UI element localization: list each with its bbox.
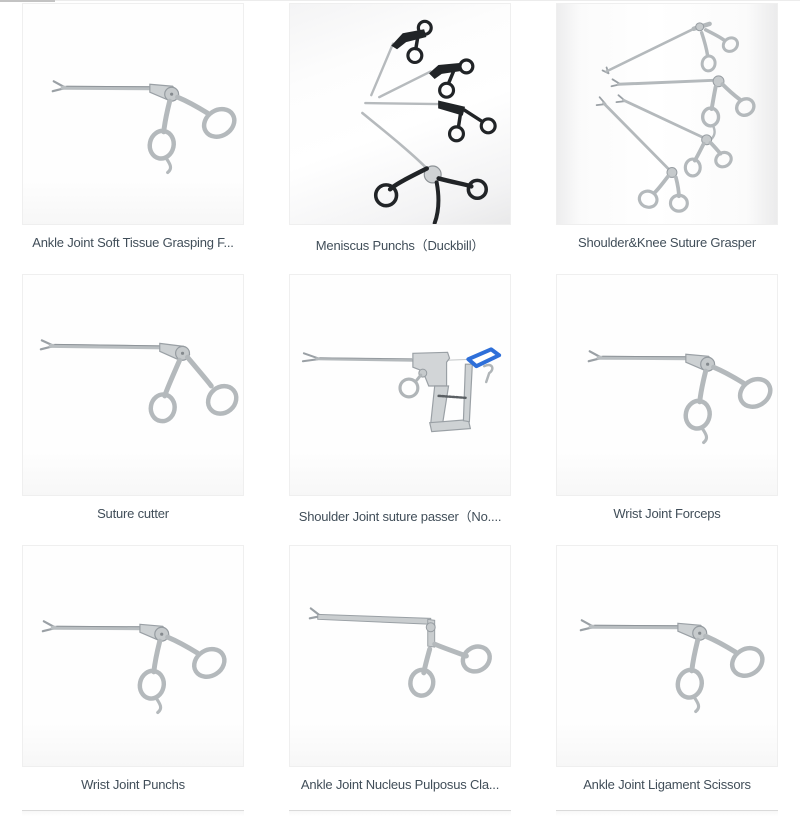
- product-card-2[interactable]: Meniscus Punchs（Duckbill）: [289, 3, 511, 274]
- nucleus-clamp-illustration: [290, 546, 510, 766]
- suture-cutter-illustration: [23, 275, 243, 495]
- product-image-7[interactable]: [22, 545, 244, 767]
- product-image-8[interactable]: [289, 545, 511, 767]
- product-card-8[interactable]: Ankle Joint Nucleus Pulposus Cla...: [289, 545, 511, 816]
- duckbill-punches-illustration: [290, 4, 510, 224]
- product-title-6[interactable]: Wrist Joint Forceps: [613, 506, 721, 521]
- suture-passer-illustration: [290, 275, 510, 495]
- product-image-2[interactable]: [289, 3, 511, 225]
- product-card-3[interactable]: Shoulder&Knee Suture Grasper: [556, 3, 778, 274]
- product-title-8[interactable]: Ankle Joint Nucleus Pulposus Cla...: [300, 777, 500, 792]
- ankle-grasper-illustration: [23, 4, 243, 224]
- ligament-scissors-illustration: [557, 546, 777, 766]
- product-image-3[interactable]: [556, 3, 778, 225]
- product-card-9[interactable]: Ankle Joint Ligament Scissors: [556, 545, 778, 816]
- next-row-card-top-1: [22, 810, 244, 816]
- product-title-2[interactable]: Meniscus Punchs（Duckbill）: [315, 238, 485, 253]
- section-divider-line: [0, 0, 800, 1]
- product-card-1[interactable]: Ankle Joint Soft Tissue Grasping F...: [22, 3, 244, 274]
- product-title-4[interactable]: Suture cutter: [97, 506, 169, 521]
- product-title-9[interactable]: Ankle Joint Ligament Scissors: [583, 777, 751, 792]
- section-divider-segment: [0, 0, 55, 2]
- product-card-7[interactable]: Wrist Joint Punchs: [22, 545, 244, 816]
- product-image-1[interactable]: [22, 3, 244, 225]
- product-title-3[interactable]: Shoulder&Knee Suture Grasper: [578, 235, 756, 250]
- product-image-5[interactable]: [289, 274, 511, 496]
- product-title-5[interactable]: Shoulder Joint suture passer（No....: [298, 509, 502, 524]
- product-image-9[interactable]: [556, 545, 778, 767]
- next-row-card-top-3: [556, 810, 778, 816]
- product-card-6[interactable]: Wrist Joint Forceps: [556, 274, 778, 545]
- wrist-punch-illustration: [23, 546, 243, 766]
- product-card-4[interactable]: Suture cutter: [22, 274, 244, 545]
- product-image-6[interactable]: [556, 274, 778, 496]
- next-row-card-top-2: [289, 810, 511, 816]
- wrist-forceps-illustration: [557, 275, 777, 495]
- suture-graspers-illustration: [557, 4, 777, 224]
- product-title-7[interactable]: Wrist Joint Punchs: [81, 777, 185, 792]
- product-card-5[interactable]: Shoulder Joint suture passer（No....: [289, 274, 511, 545]
- product-grid: Ankle Joint Soft Tissue Grasping F... Me…: [22, 3, 778, 816]
- product-image-4[interactable]: [22, 274, 244, 496]
- product-title-1[interactable]: Ankle Joint Soft Tissue Grasping F...: [32, 235, 234, 250]
